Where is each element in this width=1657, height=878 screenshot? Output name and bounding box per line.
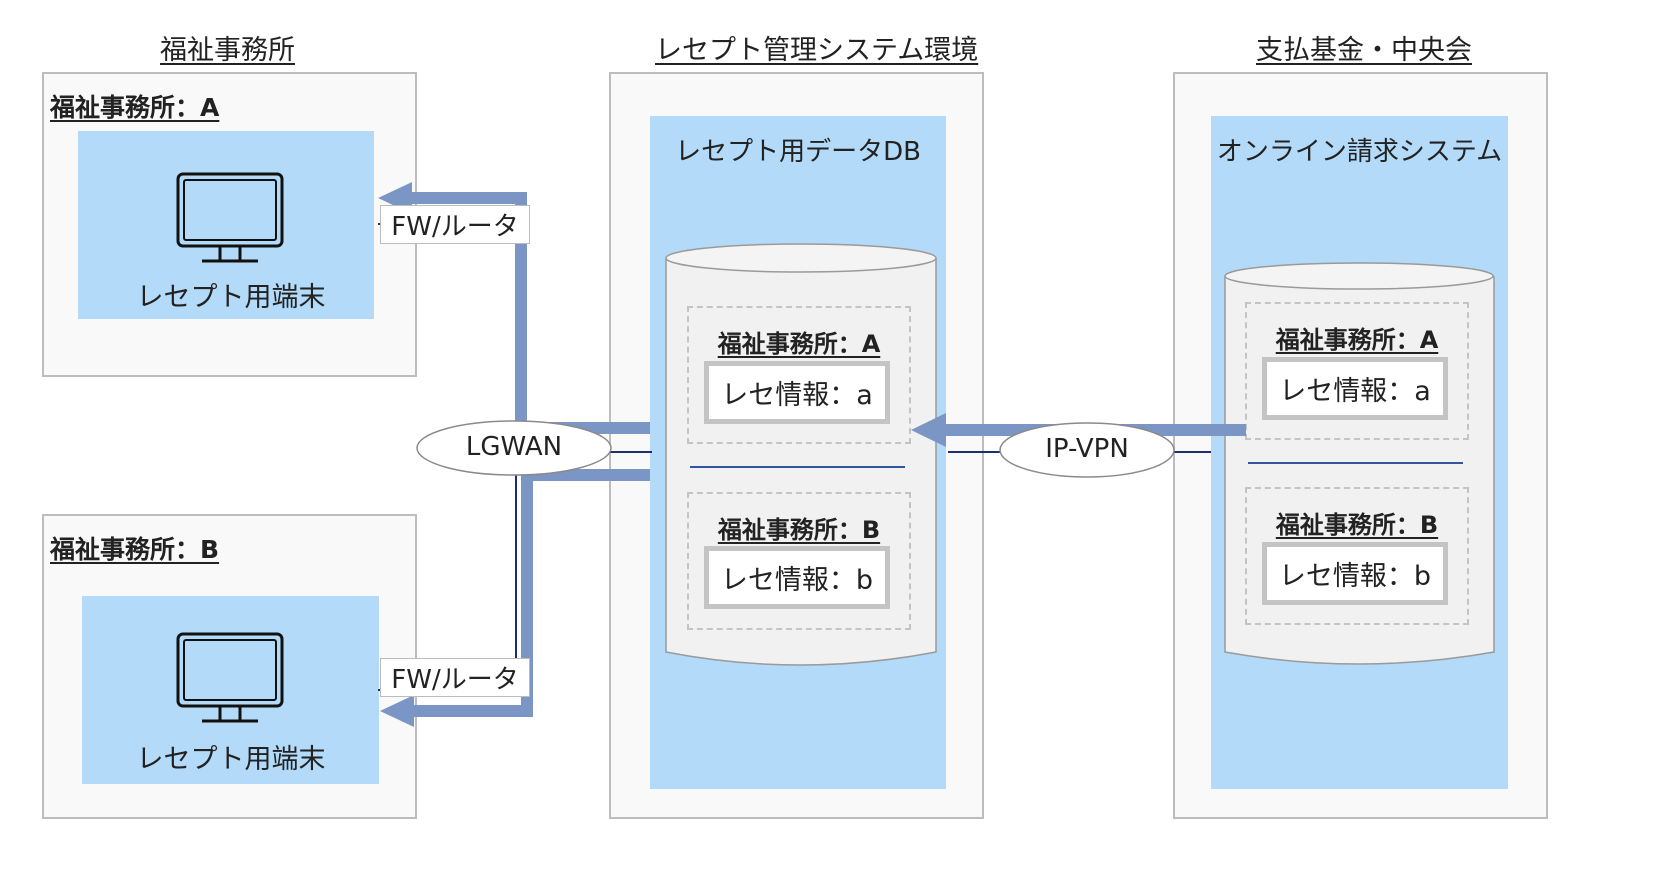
lgwan-label: LGWAN xyxy=(465,432,563,462)
billing-record-a: 福祉事務所：A レセ情報：a xyxy=(1245,302,1469,440)
terminal-label-b: レセプト用端末 xyxy=(136,744,326,775)
db-record-b: 福祉事務所：B レセ情報：b xyxy=(687,492,911,630)
office-b-label: 福祉事務所：B xyxy=(50,535,220,564)
terminal-panel-b xyxy=(82,596,379,784)
flow-arrow-icon xyxy=(911,413,946,447)
db-record-a: 福祉事務所：A レセ情報：a xyxy=(687,306,911,444)
terminal-label-a: レセプト用端末 xyxy=(136,282,326,313)
record-info-box: レセ情報：a xyxy=(1262,357,1448,420)
fw-router-a: FW/ルータ xyxy=(380,205,530,244)
monitor-icon xyxy=(176,632,284,723)
ipvpn-node xyxy=(999,422,1175,478)
record-info-box: レセ情報：b xyxy=(1262,542,1448,605)
receipt-db-title: レセプト用データDB xyxy=(675,137,921,167)
flow-arrow-icon xyxy=(380,695,414,727)
record-info-box: レセ情報：b xyxy=(704,546,890,609)
ipvpn-label: IP-VPN xyxy=(1045,434,1129,464)
monitor-icon xyxy=(176,172,284,263)
record-office-label: 福祉事務所：B xyxy=(717,516,881,544)
office-a-label: 福祉事務所：A xyxy=(50,93,220,122)
section-title-receipt-system: レセプト管理システム環境 xyxy=(655,35,979,66)
lgwan-node xyxy=(416,420,612,476)
billing-record-b: 福祉事務所：B レセ情報：b xyxy=(1245,487,1469,625)
record-office-label: 福祉事務所：B xyxy=(1275,511,1439,539)
record-office-label: 福祉事務所：A xyxy=(1275,326,1439,354)
record-info-box: レセ情報：a xyxy=(704,361,890,424)
section-title-payment-fund: 支払基金・中央会 xyxy=(1256,35,1472,66)
terminal-panel-a xyxy=(78,131,374,319)
record-office-label: 福祉事務所：A xyxy=(717,330,881,358)
db-divider xyxy=(1248,462,1463,464)
fw-router-b: FW/ルータ xyxy=(380,658,530,697)
db-divider xyxy=(690,466,905,468)
online-billing-title: オンライン請求システム xyxy=(1216,137,1503,167)
section-title-welfare-office: 福祉事務所 xyxy=(160,35,295,66)
